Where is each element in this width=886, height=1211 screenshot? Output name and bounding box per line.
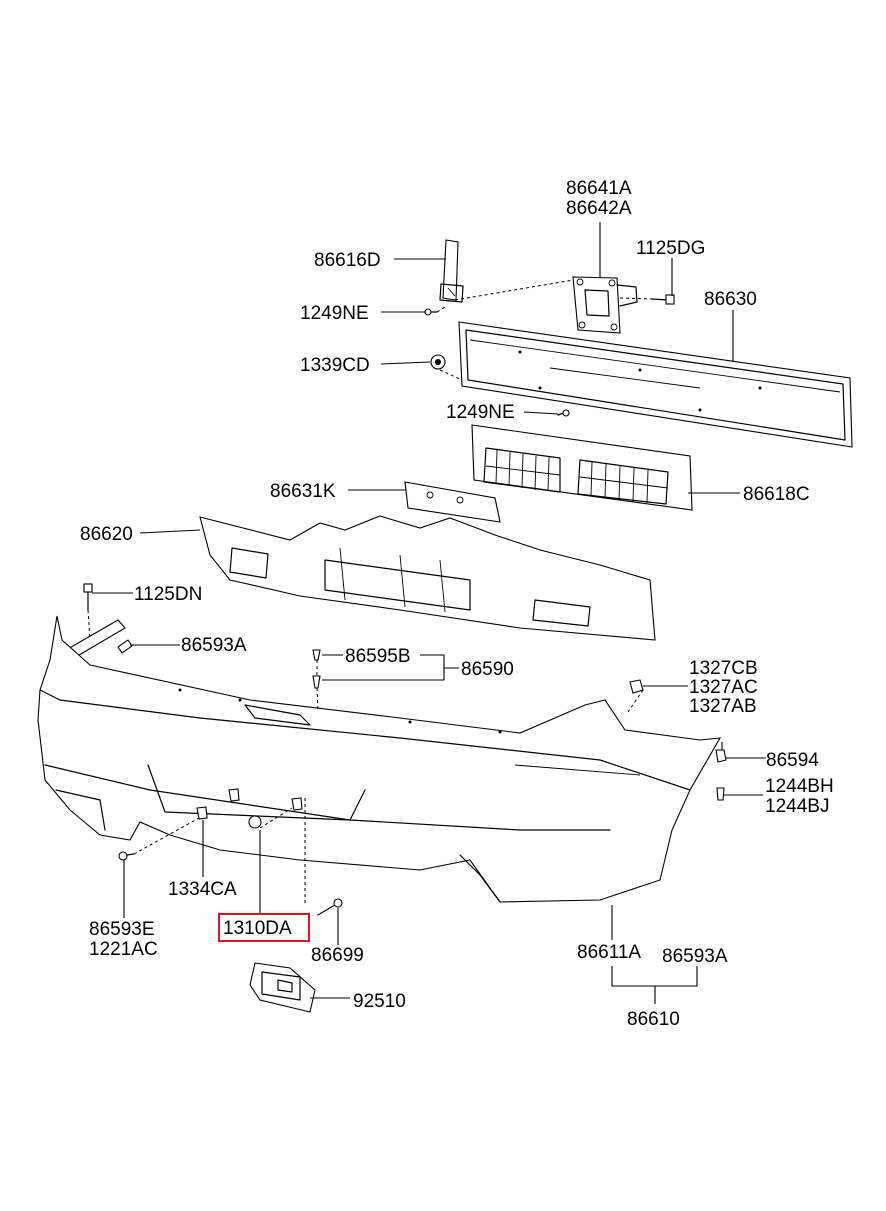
part-number-labels: 86641A 86642A 1125DG 86616D 86630 1249NE… (80, 178, 834, 1030)
reinforcement-beam-86630-part (458, 321, 853, 448)
label-86630: 86630 (704, 289, 757, 310)
bumper-bracket-86641a-part (572, 276, 638, 334)
bracket-86616d-part (439, 239, 464, 303)
bolt-1125dg-part (651, 294, 675, 305)
label-1327ac: 1327AC (689, 677, 758, 698)
label-86699: 86699 (311, 945, 364, 966)
clip-1334ca-part (196, 806, 208, 820)
label-86620: 86620 (80, 524, 133, 545)
label-86593a-upper: 86593A (181, 635, 247, 656)
energy-absorber-piece-86631k-part (404, 481, 501, 523)
label-86590: 86590 (461, 659, 514, 680)
label-92510: 92510 (353, 991, 406, 1012)
screw-86593e-part (118, 851, 135, 861)
label-1125dg: 1125DG (636, 238, 705, 259)
bumper-cover-86611a-part (37, 615, 722, 903)
screw-1125dn-part (83, 583, 93, 611)
energy-absorber-86620-part (199, 515, 656, 641)
nut-1310da-part (248, 815, 262, 829)
label-1244bj: 1244BJ (765, 796, 829, 817)
label-1310da[interactable]: 1310DA (223, 918, 292, 939)
label-86594: 86594 (766, 750, 819, 771)
bolt-86699-part (317, 898, 343, 916)
clip-upper-mid-part (228, 788, 240, 802)
retainer-86594-part (715, 749, 727, 763)
clip-86595b-part (312, 649, 321, 661)
side-bracket-86593a-part (65, 619, 133, 659)
label-1249ne-upper: 1249NE (300, 303, 369, 324)
label-1125dn: 1125DN (134, 584, 202, 605)
label-86616d: 86616D (314, 250, 381, 271)
label-86611a: 86611A (577, 942, 641, 963)
label-1327ab: 1327AB (689, 696, 757, 717)
nut-1339cd-part (430, 354, 446, 370)
license-lamp-92510-part (249, 962, 316, 1013)
screw-1249ne-upper-part (424, 308, 438, 316)
label-1334ca: 1334CA (168, 879, 237, 900)
label-86642a: 86642A (566, 198, 632, 219)
label-86618c: 86618C (743, 484, 810, 505)
assembly-dashed-lines (87, 279, 653, 905)
highlight-box-1310da (218, 913, 310, 942)
label-1339cd: 1339CD (300, 355, 370, 376)
nut-1327-part (629, 679, 644, 694)
label-86595b: 86595B (345, 646, 411, 667)
label-1327cb: 1327CB (689, 658, 758, 679)
label-1249ne-lower: 1249NE (446, 402, 515, 423)
bumper-grille-86618c-part (471, 424, 693, 511)
leader-lines (92, 222, 766, 1004)
label-1221ac: 1221AC (89, 939, 158, 960)
label-86641a: 86641A (566, 178, 632, 199)
screw-1249ne-lower-part (557, 409, 570, 417)
screw-1244bh-part (716, 787, 725, 801)
label-86610: 86610 (627, 1009, 680, 1030)
label-86593e: 86593E (89, 919, 155, 940)
label-86593a-lower: 86593A (662, 946, 728, 967)
label-86631k: 86631K (270, 481, 336, 502)
clip-right-mid-part (291, 797, 303, 811)
label-1244bh: 1244BH (765, 776, 834, 797)
clip-86590-part (312, 675, 321, 689)
